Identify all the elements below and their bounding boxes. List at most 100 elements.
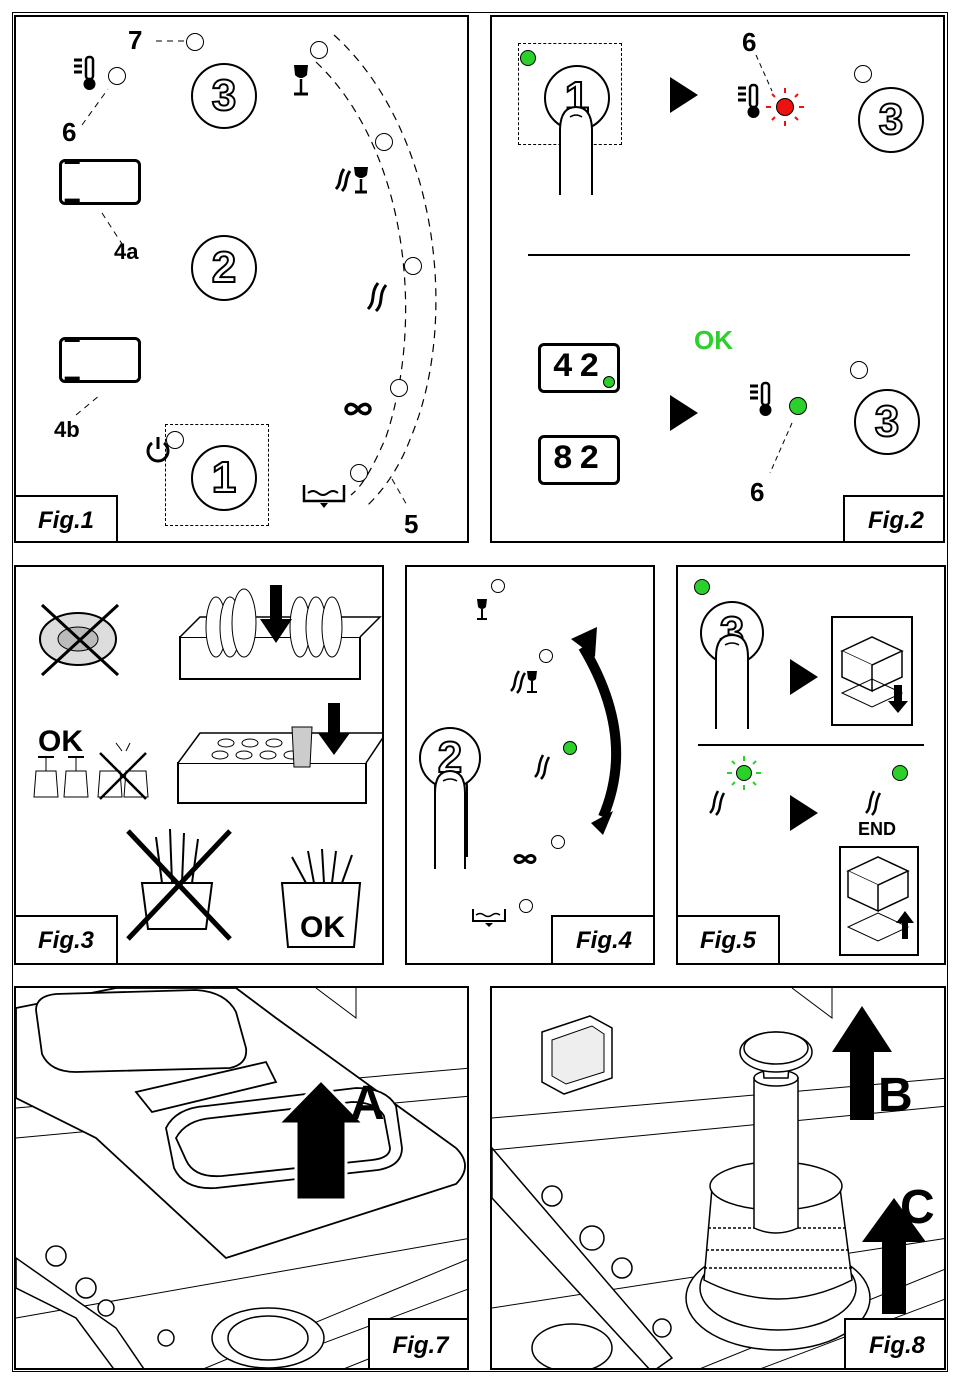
figure-label: Fig.4 xyxy=(551,915,653,963)
led-cycle-running xyxy=(736,765,752,781)
arrow-label-b: B xyxy=(878,1069,913,1122)
cycle-medium-icon-end xyxy=(865,790,882,816)
power-icon xyxy=(146,437,170,463)
drain-icon xyxy=(302,485,346,508)
led-temperature xyxy=(108,67,126,85)
callout-6-bottom: 6 xyxy=(750,477,765,507)
cycle-medium-icon xyxy=(709,790,726,816)
cycle-short-icon xyxy=(510,670,537,694)
arrow-label-a: A xyxy=(350,1077,385,1130)
fig3-graphics xyxy=(33,585,382,948)
wine-glass-icon xyxy=(294,65,308,96)
figure-label: Fig.8 xyxy=(844,1318,944,1368)
cycle-infinite-icon xyxy=(513,854,537,864)
crossed-tray-icon xyxy=(39,603,120,677)
end-label: END xyxy=(858,819,897,839)
wine-glass-icon xyxy=(477,599,487,620)
dish-rack-icon xyxy=(179,585,382,680)
spray-arm xyxy=(492,1146,674,1368)
program-selector-dashed-arc xyxy=(74,34,437,508)
thermometer-icon xyxy=(738,83,760,118)
display-ok-dot xyxy=(603,376,615,388)
led-program-1 xyxy=(491,579,505,593)
drain-icon xyxy=(472,909,506,927)
button-2[interactable]: 2 xyxy=(191,235,257,301)
led-program-3 xyxy=(404,257,422,275)
led-program-2 xyxy=(539,649,553,663)
callout-4b: 4b xyxy=(54,417,80,442)
figure-label: Fig.3 xyxy=(16,915,118,963)
lift-arrow-a xyxy=(274,1077,368,1202)
figure-7-panel: A Fig.7 xyxy=(14,986,469,1370)
button-3-top[interactable]: 3 xyxy=(858,87,924,153)
glass-rack-icon xyxy=(177,703,382,804)
finger-press-icon xyxy=(559,105,593,195)
callout-6-top: 6 xyxy=(742,27,757,57)
callout-4a: 4a xyxy=(114,239,139,264)
figure-label: Fig.7 xyxy=(368,1318,467,1368)
led-temperature-red xyxy=(776,98,794,116)
filter-cover-panel xyxy=(16,988,466,1260)
button-1-highlight xyxy=(165,424,269,526)
cycle-medium-icon xyxy=(534,754,551,780)
fig7-graphics xyxy=(16,988,467,1368)
thermometer-icon-ok xyxy=(750,381,772,416)
led-power xyxy=(166,431,184,449)
ok-label: OK xyxy=(694,325,733,355)
glasses-icon xyxy=(33,742,149,800)
hood-lowering-icon xyxy=(831,616,913,726)
figure-label: Fig.2 xyxy=(843,495,943,541)
led-program-2 xyxy=(375,133,393,151)
figure-4-panel: 2 Fig.4 xyxy=(405,565,655,965)
lift-arrow-c xyxy=(862,1198,926,1314)
led-cycle-end xyxy=(892,765,908,781)
thermometer-icon xyxy=(74,55,96,90)
figure-2-panel: 1 6 3 OK 42 82 3 6 Fig.2 xyxy=(490,15,945,543)
led-program-4 xyxy=(390,379,408,397)
spray-arm xyxy=(16,1245,325,1368)
button-3-bottom[interactable]: 3 xyxy=(854,389,920,455)
page-frame xyxy=(12,12,948,1372)
cycle-short-icon xyxy=(334,167,368,194)
figure-1-panel: 7 6 4a 4b 5 3 2 1 – – – – Fig.1 xyxy=(14,15,469,543)
led-program-5 xyxy=(519,899,533,913)
fig5-graphics xyxy=(698,616,924,956)
display-rinse-temperature: 82 xyxy=(538,435,620,485)
led-power-on xyxy=(520,50,536,66)
led-7 xyxy=(186,33,204,51)
led-3-bottom xyxy=(850,361,868,379)
finger-press-icon xyxy=(715,633,749,729)
figure-label: Fig.5 xyxy=(678,915,780,963)
callout-6: 6 xyxy=(62,117,77,147)
led-3-top xyxy=(854,65,872,83)
cutlery-basket-crossed-icon xyxy=(126,828,232,941)
led-power-on xyxy=(694,579,710,595)
arrow-label-c: C xyxy=(900,1181,935,1234)
ok-cutlery-label: OK xyxy=(300,911,345,944)
cutlery-basket-ok-icon xyxy=(280,848,362,948)
led-program-5 xyxy=(350,464,368,482)
finger-overlay xyxy=(434,769,466,869)
rotate-double-arrow-icon xyxy=(571,627,622,835)
figure-5-panel: 3 END Fig.5 xyxy=(676,565,946,965)
display-4a: – – xyxy=(59,144,141,220)
blinking-rays-icon xyxy=(766,88,804,126)
callout-5: 5 xyxy=(404,509,419,539)
lift-arrow-b xyxy=(832,1006,892,1120)
figure-8-panel: B C Fig.8 xyxy=(490,986,946,1370)
overflow-pipe xyxy=(739,1031,813,1234)
button-1[interactable]: 1 xyxy=(191,445,257,511)
figure-label: Fig.1 xyxy=(16,495,118,541)
led-program-1 xyxy=(310,41,328,59)
led-temperature-green xyxy=(789,397,807,415)
cycle-medium-icon xyxy=(366,282,388,313)
cycle-infinite-icon xyxy=(344,402,372,416)
fig8-graphics xyxy=(492,988,944,1368)
callout-7: 7 xyxy=(128,25,143,55)
display-4b: – – xyxy=(59,322,141,398)
button-3[interactable]: 3 xyxy=(191,63,257,129)
led-program-3-selected xyxy=(563,741,577,755)
drain-filter xyxy=(685,1161,871,1351)
ok-glasses-label: OK xyxy=(38,725,83,758)
blinking-rays-icon xyxy=(727,756,761,790)
